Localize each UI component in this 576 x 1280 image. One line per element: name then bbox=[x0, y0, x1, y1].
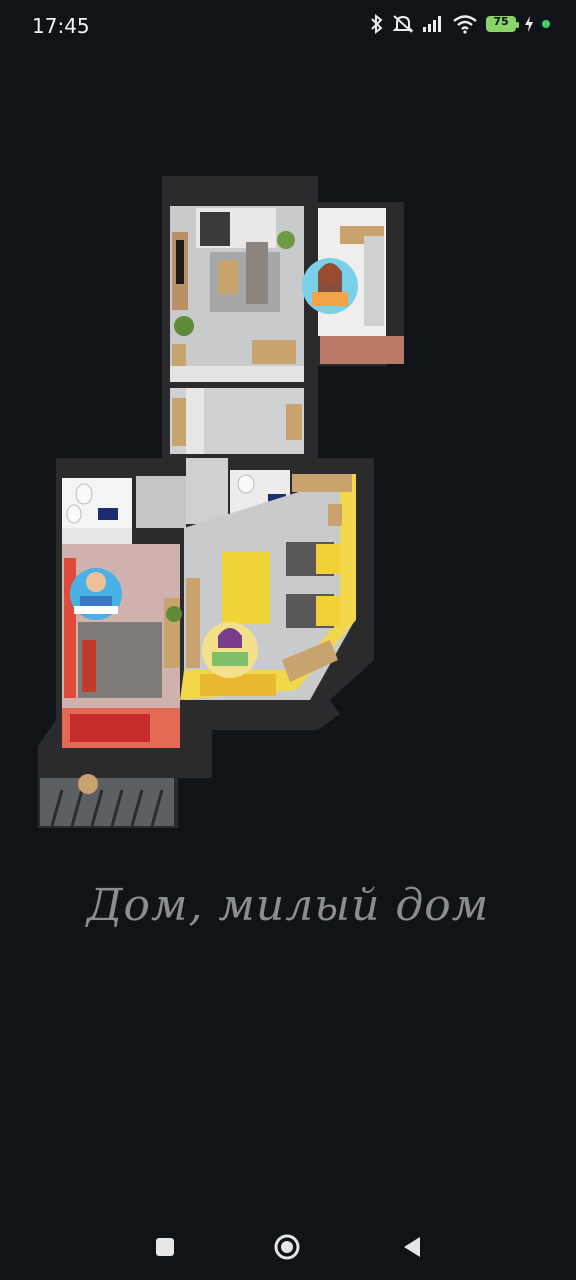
back-button[interactable] bbox=[398, 1232, 428, 1262]
bathroom-left bbox=[62, 478, 132, 554]
green-dot-indicator bbox=[542, 20, 550, 28]
charging-icon bbox=[525, 16, 533, 32]
bluetooth-icon bbox=[371, 14, 383, 34]
recents-button[interactable] bbox=[150, 1232, 180, 1262]
wifi-icon bbox=[453, 15, 477, 34]
recents-square-icon bbox=[156, 1238, 174, 1256]
kitchen bbox=[302, 208, 404, 364]
home-circle-icon bbox=[274, 1234, 300, 1260]
floorplan-image bbox=[38, 176, 404, 828]
balcony bbox=[40, 774, 174, 827]
status-time: 17:45 bbox=[32, 14, 90, 38]
hallway bbox=[136, 388, 304, 528]
back-triangle-icon bbox=[404, 1237, 420, 1257]
battery-icon: 75 bbox=[486, 15, 519, 32]
caption-text: Дом, милый дом bbox=[86, 880, 490, 931]
bedroom bbox=[62, 544, 182, 748]
mute-icon bbox=[392, 15, 414, 33]
home-button[interactable] bbox=[272, 1232, 302, 1262]
battery-level: 75 bbox=[493, 15, 509, 28]
status-bar: 17:45 75 bbox=[0, 0, 576, 54]
kids-room bbox=[180, 474, 356, 700]
status-icons: 75 bbox=[370, 14, 550, 34]
navigation-bar bbox=[0, 1210, 576, 1280]
living-room bbox=[170, 206, 304, 382]
signal-icon bbox=[423, 16, 441, 32]
